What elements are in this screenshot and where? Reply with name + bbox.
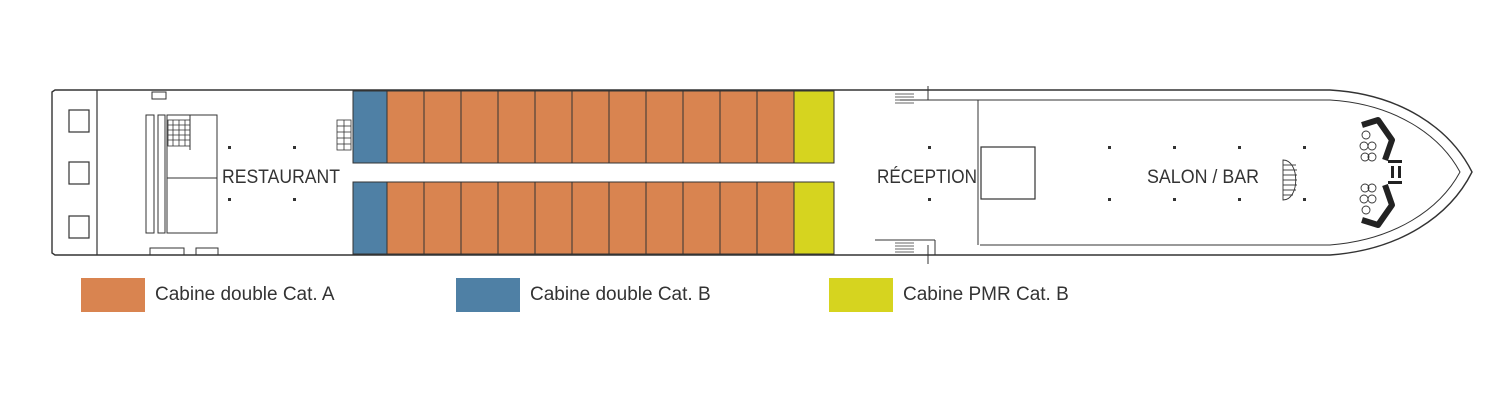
cabin-bottom-row-12 — [756, 181, 795, 255]
legend-swatch-pmr — [829, 278, 893, 312]
salon-pillar-dots — [928, 146, 1306, 201]
stairs-icon — [167, 119, 191, 147]
restaurant-label: RESTAURANT — [222, 167, 340, 188]
cabin-blocks — [352, 90, 835, 255]
cabin-top-row-13 — [793, 90, 835, 164]
reception-stairs-bottom — [895, 242, 914, 253]
cabin-bottom-row-11 — [719, 181, 758, 255]
cabin-bottom-row-13 — [793, 181, 835, 255]
cabin-top-row-11 — [719, 90, 758, 164]
cabin-bottom-row-2 — [386, 181, 425, 255]
reception-stairs-top — [895, 93, 914, 104]
legend-item-cat-b: Cabine double Cat. B — [456, 278, 711, 312]
spiral-stair-icon — [1282, 159, 1297, 201]
cabin-top-row-4 — [460, 90, 499, 164]
reception-label: RÉCEPTION — [877, 167, 977, 188]
legend-label-pmr: Cabine PMR Cat. B — [903, 284, 1069, 305]
legend-swatch-cat-b — [456, 278, 520, 312]
bow-seating-bottom — [1359, 183, 1395, 228]
cabin-top-row-1 — [352, 90, 388, 164]
stern-window-2 — [68, 161, 90, 185]
salon-bar-label: SALON / BAR — [1147, 167, 1259, 188]
stern-window-3 — [68, 215, 90, 239]
cabin-bottom-row-9 — [645, 181, 684, 255]
cabin-bottom-row-10 — [682, 181, 721, 255]
cabin-top-row-10 — [682, 90, 721, 164]
cabin-top-row-12 — [756, 90, 795, 164]
cabin-bottom-row-3 — [423, 181, 462, 255]
deck-plan: RESTAURANT RÉCEPTION SALON / BAR — [51, 86, 1473, 264]
bow-fixture-icon — [1388, 160, 1402, 184]
grid-fixture-icon — [336, 119, 352, 151]
cabin-top-row-5 — [497, 90, 536, 164]
cabin-bottom-row-1 — [352, 181, 388, 255]
elevator-block — [980, 146, 1036, 200]
cabin-top-row-2 — [386, 90, 425, 164]
cabin-bottom-row-8 — [608, 181, 647, 255]
cabin-top-row-8 — [608, 90, 647, 164]
cabin-top-row-6 — [534, 90, 573, 164]
cabin-top-row-9 — [645, 90, 684, 164]
cabin-bottom-row-4 — [460, 181, 499, 255]
hull-inner-line — [900, 99, 1461, 246]
stern-window-1 — [68, 109, 90, 133]
cabin-bottom-row-7 — [571, 181, 610, 255]
cabin-top-row-7 — [571, 90, 610, 164]
legend-item-pmr: Cabine PMR Cat. B — [829, 278, 1069, 312]
legend-item-cat-a: Cabine double Cat. A — [81, 278, 335, 312]
pillar-dots — [228, 146, 296, 201]
cabin-top-row-3 — [423, 90, 462, 164]
legend-swatch-cat-a — [81, 278, 145, 312]
cabin-bottom-row-5 — [497, 181, 536, 255]
legend-label-cat-b: Cabine double Cat. B — [530, 284, 711, 305]
bow-seating-top — [1359, 117, 1395, 162]
legend-label-cat-a: Cabine double Cat. A — [155, 284, 335, 305]
cabin-bottom-row-6 — [534, 181, 573, 255]
